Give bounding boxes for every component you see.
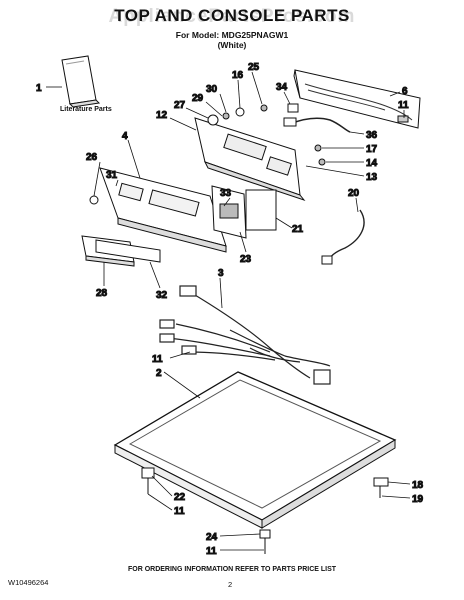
callout-24: 24 <box>206 532 218 543</box>
callout-11-upper: 11 <box>398 100 409 111</box>
callout-22: 22 <box>174 492 186 503</box>
callout-23: 23 <box>240 254 252 265</box>
knob-27-part[interactable] <box>207 114 219 126</box>
callout-29: 29 <box>192 93 204 104</box>
screw-14-part[interactable] <box>318 158 326 166</box>
callout-11-bottom: 11 <box>206 546 217 557</box>
color-line: (White) <box>217 40 247 50</box>
wire-harness-36-part[interactable] <box>289 117 351 133</box>
user-interface-overlay-part[interactable] <box>81 235 161 267</box>
wire-harness-20-part[interactable] <box>327 209 365 263</box>
callout-32: 32 <box>156 290 168 301</box>
callout-34: 34 <box>276 82 288 93</box>
callout-17: 17 <box>366 144 378 155</box>
callout-11-middle: 11 <box>152 354 163 365</box>
ordering-note: FOR ORDERING INFORMATION REFER TO PARTS … <box>127 566 337 573</box>
callout-2: 2 <box>156 368 162 379</box>
screw-16-part[interactable] <box>235 107 245 117</box>
clip-18-part[interactable] <box>373 477 389 487</box>
callout-27: 27 <box>174 100 186 111</box>
callout-13: 13 <box>366 172 378 183</box>
electronic-control-board-part[interactable] <box>211 185 277 239</box>
screw-17-part[interactable] <box>314 144 322 152</box>
callout-14: 14 <box>366 158 378 169</box>
callout-28: 28 <box>96 288 108 299</box>
callout-26: 26 <box>86 152 98 163</box>
document-number: W10496264 <box>8 578 49 587</box>
callout-11-lower: 11 <box>174 506 185 517</box>
callout-36: 36 <box>366 130 378 141</box>
control-panel-bracket-part[interactable] <box>194 117 306 202</box>
leader-lines <box>46 71 411 551</box>
console-back-panel-part[interactable] <box>293 69 421 129</box>
callout-31: 31 <box>106 170 118 181</box>
main-wire-harness-part[interactable] <box>159 285 331 385</box>
callout-1: 1 <box>36 83 42 94</box>
watermark: AppliancePartsPros.com <box>108 6 356 27</box>
callout-16: 16 <box>232 70 244 81</box>
callout-19: 19 <box>412 494 424 505</box>
literature-book-part[interactable] <box>61 55 101 108</box>
switch-34-part[interactable] <box>287 103 299 113</box>
screw-26-part[interactable] <box>89 195 99 205</box>
callout-21: 21 <box>292 224 304 235</box>
callout-18: 18 <box>412 480 424 491</box>
screw-25-part[interactable] <box>260 104 268 112</box>
page-number: 2 <box>228 580 233 589</box>
callout-20: 20 <box>348 188 360 199</box>
screw-30-part[interactable] <box>222 112 230 120</box>
connector-part[interactable] <box>283 117 297 127</box>
callout-3: 3 <box>218 268 224 279</box>
callout-25: 25 <box>248 62 260 73</box>
literature-parts-label: Literature Parts <box>60 106 112 113</box>
callout-30: 30 <box>206 84 218 95</box>
model-line: For Model: MDG25PNAGW1 <box>175 30 289 40</box>
bracket-24-part[interactable] <box>259 529 271 539</box>
callout-6: 6 <box>402 86 408 97</box>
console-front-part[interactable] <box>99 167 227 253</box>
callout-12: 12 <box>156 110 168 121</box>
diagram-title: TOP AND CONSOLE PARTS <box>114 6 350 25</box>
callout-4: 4 <box>122 131 128 142</box>
dryer-top-cover-part[interactable] <box>113 371 397 529</box>
callout-33: 33 <box>220 188 232 199</box>
